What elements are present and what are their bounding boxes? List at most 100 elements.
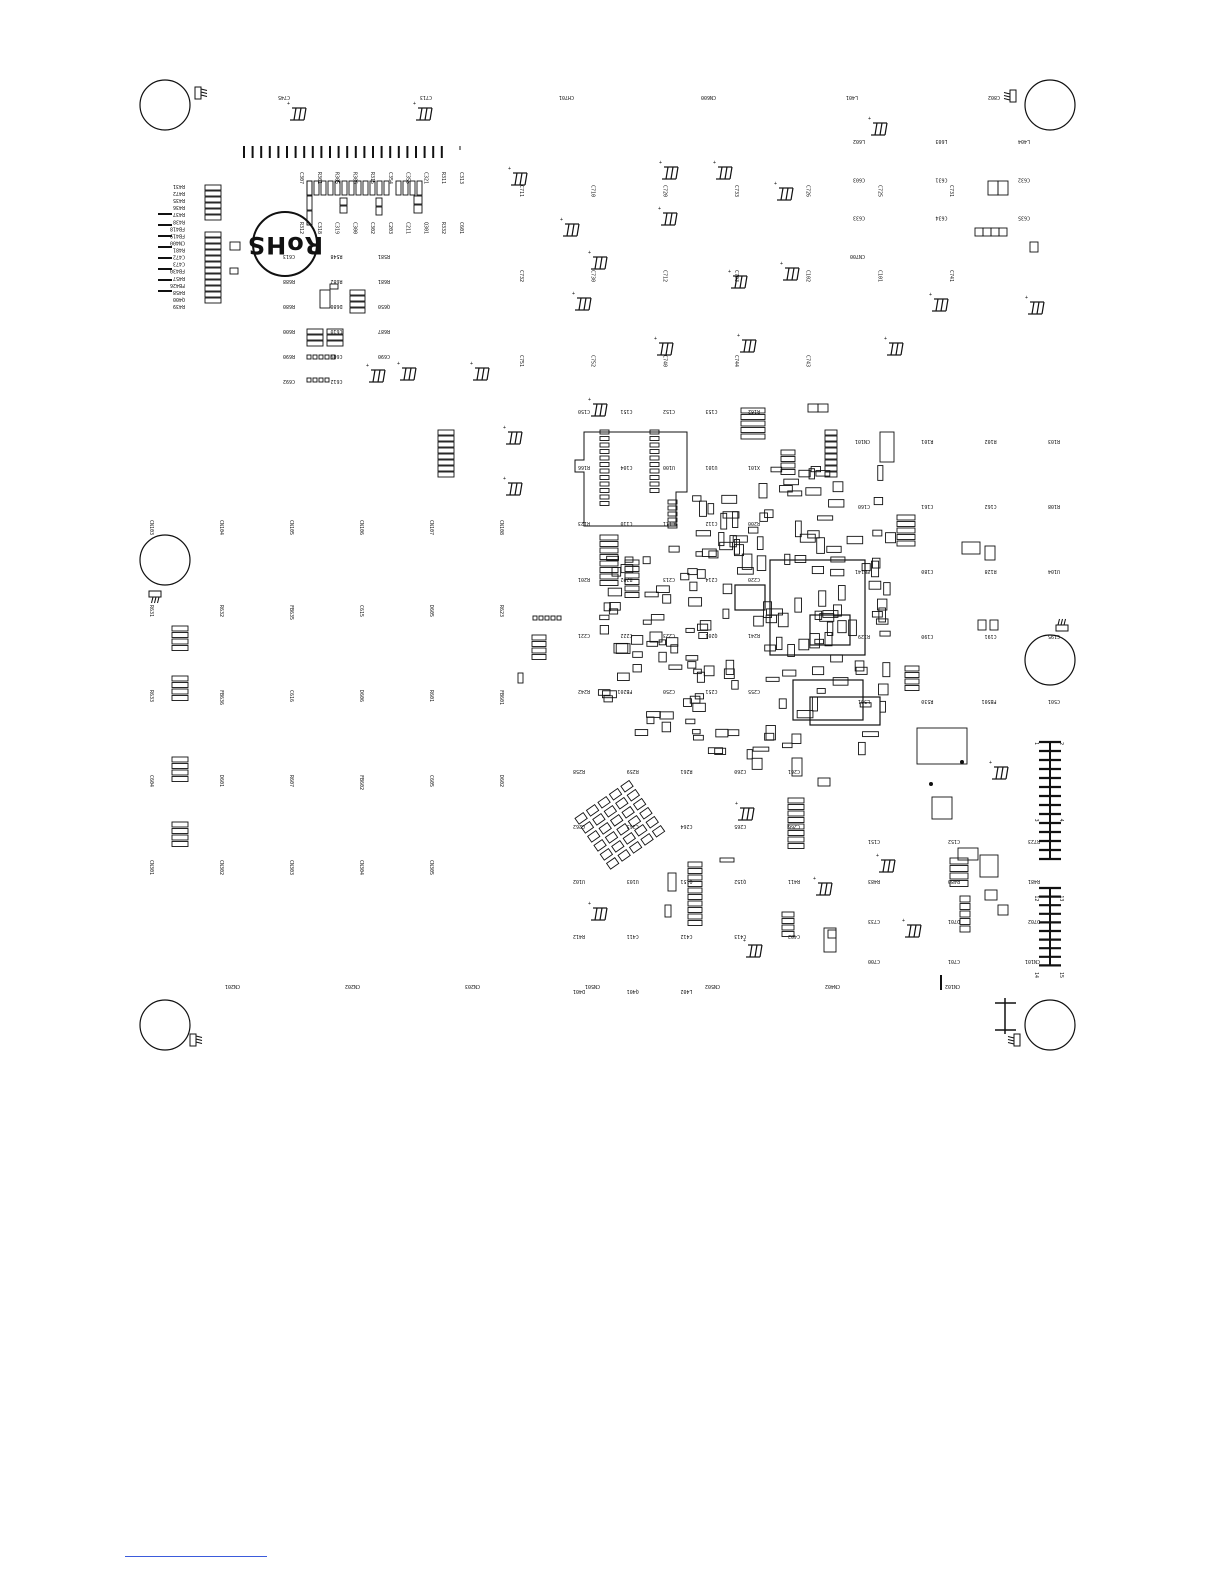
smd-footprint <box>599 625 609 635</box>
smd-footprint <box>621 805 635 819</box>
component-label: C609 <box>330 353 342 359</box>
smd-footprint <box>824 459 838 466</box>
component-label: C412 <box>680 933 692 939</box>
component-label: Q152 <box>734 878 746 884</box>
smd-footprint <box>624 585 640 592</box>
screw-thread <box>1003 98 1011 101</box>
smd-footprint <box>437 459 455 466</box>
smd-footprint <box>787 817 805 823</box>
smd-footprint <box>687 874 703 881</box>
smd-footprint <box>687 913 703 920</box>
electrolytic-capacitor-symbols: +++++++++++++++++++++++++++++++ <box>287 101 1045 958</box>
smd-footprint <box>974 227 984 237</box>
smd-footprint <box>787 810 805 817</box>
smd-footprint <box>817 515 834 521</box>
smd-footprint <box>649 468 660 474</box>
smd-footprint <box>731 680 739 690</box>
edge-connectors <box>158 146 1016 1034</box>
component-label: C264 <box>680 823 692 829</box>
component-label: C251 <box>705 688 717 694</box>
component-label: C631 <box>935 176 947 182</box>
electrolytic-cap-symbol: + <box>366 363 386 383</box>
smd-footprint <box>598 821 612 835</box>
smd-footprint <box>777 612 789 628</box>
component-label: FB430 <box>170 268 185 274</box>
module-outline <box>574 431 688 527</box>
component-label: 3 <box>1033 819 1039 822</box>
screw-thread <box>151 596 154 604</box>
cap-lead <box>665 166 669 180</box>
cap-lead <box>744 275 748 289</box>
smd-footprint <box>632 797 647 811</box>
component-label: CN105 <box>288 520 294 535</box>
component-label: R548 <box>330 253 342 259</box>
smd-footprint <box>348 180 355 196</box>
smd-footprint <box>646 711 661 718</box>
component-label: FB201 <box>617 688 632 694</box>
smd-footprint <box>878 607 886 623</box>
smd-footprint <box>815 470 831 477</box>
smd-footprint <box>787 797 805 804</box>
smd-footprint <box>574 812 588 825</box>
smd-footprint <box>904 678 920 685</box>
plus-sign: + <box>713 160 716 166</box>
smd-footprint <box>306 180 313 196</box>
smd-footprint <box>904 685 920 691</box>
screw-head <box>194 86 202 100</box>
component-label: C152 <box>948 838 960 844</box>
electrolytic-cap-symbol: + <box>397 361 417 381</box>
smd-footprint <box>204 208 222 215</box>
smd-footprint <box>556 615 562 621</box>
component-label: R241 <box>748 632 760 638</box>
component-label: C250 <box>663 688 675 694</box>
component-outlines <box>171 180 1039 953</box>
smd-footprint <box>720 512 728 530</box>
smd-footprint <box>799 533 816 543</box>
smd-footprint <box>787 804 805 810</box>
plus-sign: + <box>868 116 871 122</box>
smd-footprint <box>764 509 774 519</box>
component-label: C260 <box>734 768 746 774</box>
cap-lead <box>293 107 297 121</box>
component-label: D401 <box>573 988 585 994</box>
smd-footprint <box>896 534 916 540</box>
smd-footprint <box>959 895 971 903</box>
component-label: C318 <box>316 222 322 234</box>
cap-lead <box>729 166 733 180</box>
smd-footprint <box>896 521 916 527</box>
smd-footprint <box>689 581 698 592</box>
pin-headers <box>1039 740 1061 967</box>
component-label: C692 <box>283 378 295 384</box>
plus-sign: + <box>735 801 738 807</box>
component-label: C700 <box>868 958 880 964</box>
screw-thread <box>1007 1036 1015 1039</box>
smd-footprint <box>649 449 660 454</box>
cap-lead <box>887 859 891 873</box>
cap-lead <box>829 882 833 896</box>
component-label: C615 <box>358 605 364 617</box>
smd-footprint <box>229 241 241 251</box>
component-label: R631 <box>148 605 154 617</box>
component-label: L401 <box>846 94 858 100</box>
cap-lead <box>571 223 575 237</box>
smd-footprint <box>204 285 222 292</box>
electrolytic-cap-symbol: + <box>287 101 307 121</box>
smd-footprint <box>811 696 818 712</box>
smd-footprint <box>599 462 610 467</box>
component-label: C203 <box>387 222 393 234</box>
cap-lead <box>519 482 523 496</box>
component-label: C222 <box>620 632 632 638</box>
smd-footprint <box>692 728 701 735</box>
cap-lead <box>377 369 381 383</box>
smd-footprint <box>740 407 766 414</box>
smd-footprint <box>787 490 803 497</box>
smd-footprint <box>715 728 729 738</box>
smd-footprint <box>729 535 737 548</box>
cap-lead <box>791 267 795 281</box>
component-label: C732 <box>518 270 524 282</box>
smd-footprint <box>599 580 619 586</box>
smd-footprint <box>787 836 805 843</box>
smd-footprint <box>517 672 524 684</box>
smd-footprint <box>667 511 678 517</box>
component-label: R201 <box>578 576 590 582</box>
